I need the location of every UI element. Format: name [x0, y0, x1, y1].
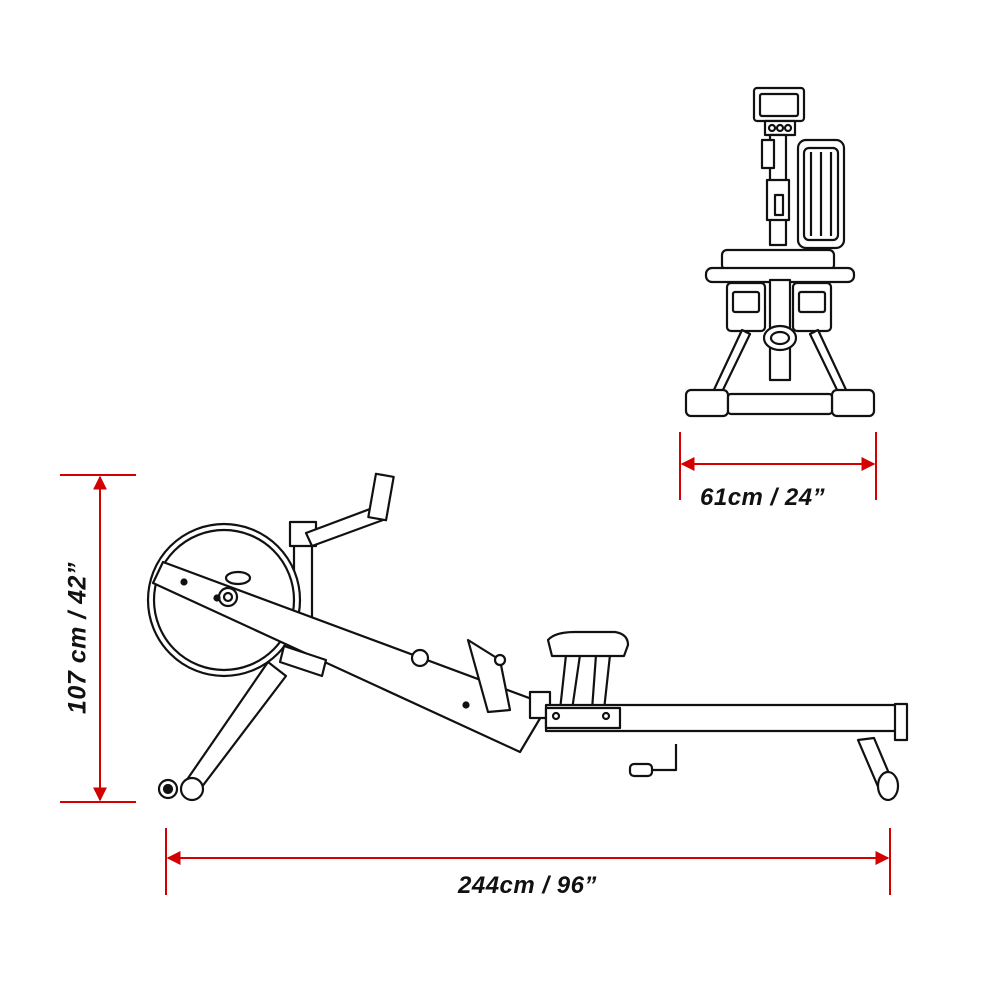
width-dimension	[679, 432, 877, 500]
front-view-drawing	[684, 86, 876, 418]
width-dimension-label: 61cm / 24”	[700, 484, 826, 511]
height-dimension	[60, 474, 136, 803]
side-view-drawing	[146, 472, 909, 802]
length-dimension	[165, 828, 891, 895]
height-dimension-label: 107 cm / 42”	[63, 562, 92, 714]
length-dimension-label: 244cm / 96”	[458, 872, 597, 899]
